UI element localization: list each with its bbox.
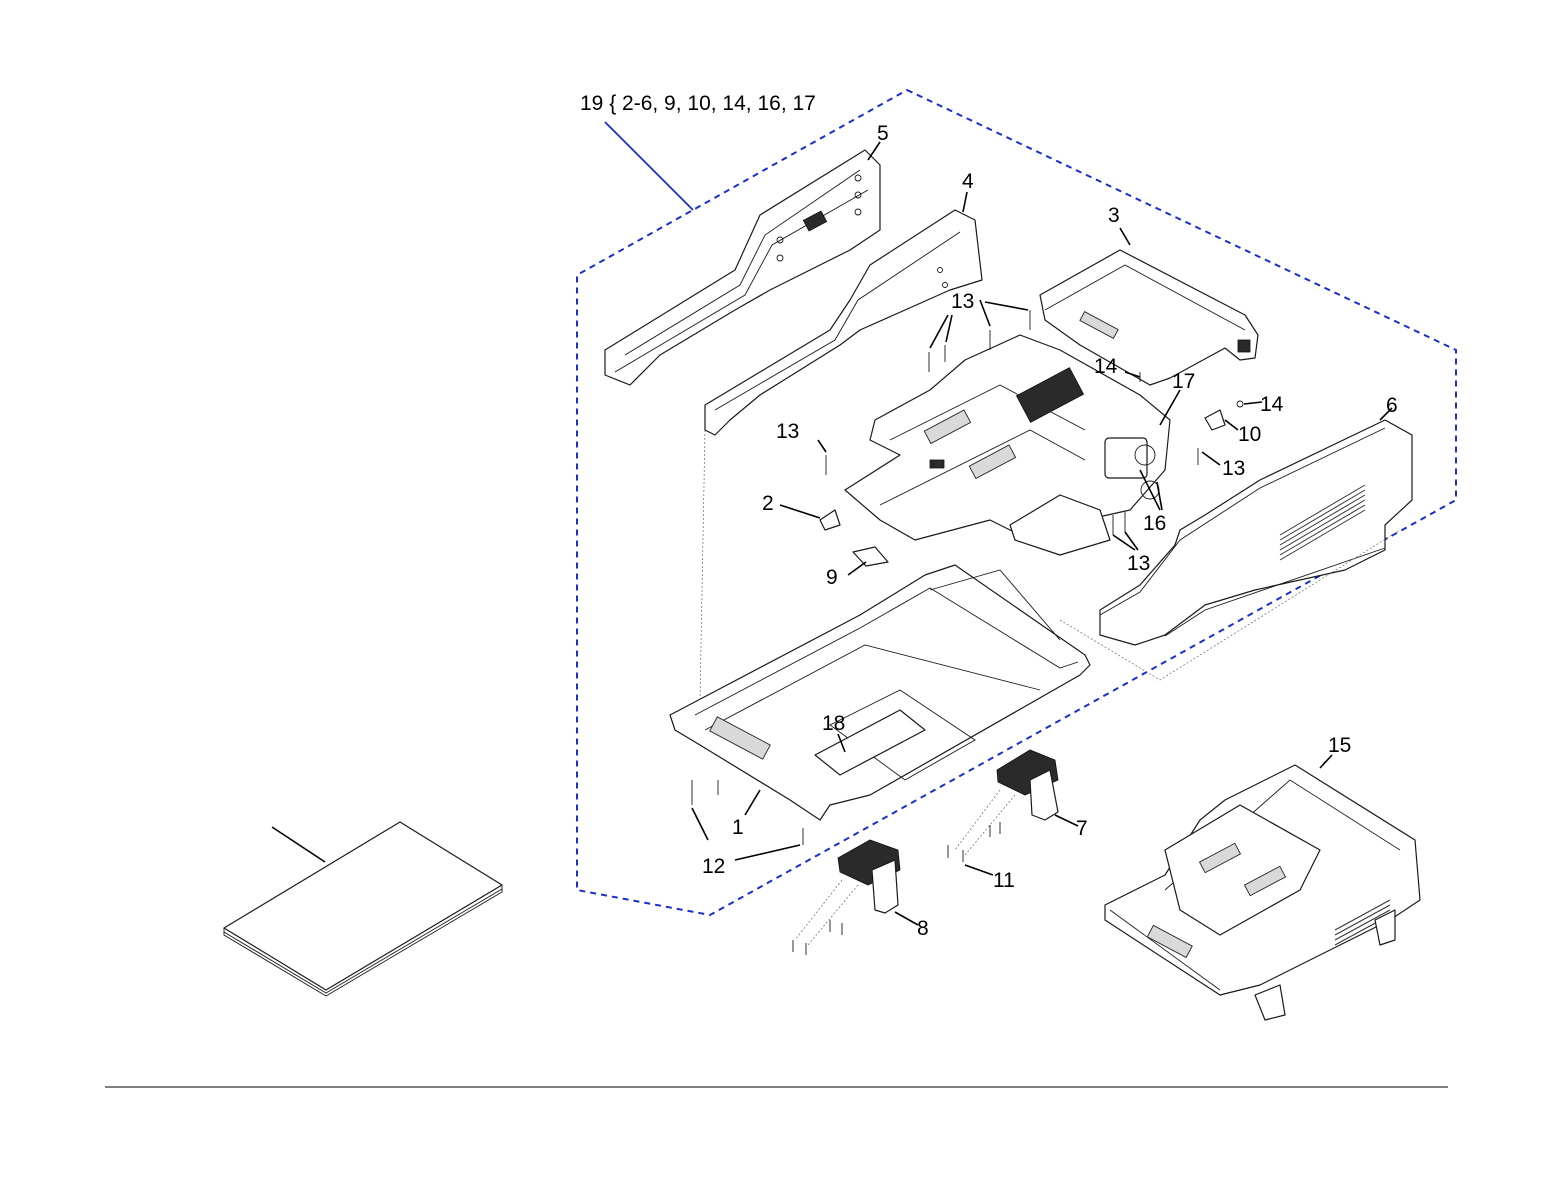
part-2-feeder-chassis bbox=[820, 335, 1170, 555]
assembly-19-label: 19 { 2-6, 9, 10, 14, 16, 17 bbox=[580, 92, 816, 115]
leader-1 bbox=[745, 790, 760, 815]
callout-8: 8 bbox=[917, 917, 929, 940]
leader-11 bbox=[965, 865, 993, 875]
callout-14-right: 14 bbox=[1260, 393, 1284, 416]
leader-13a4 bbox=[985, 302, 1028, 310]
callout-11: 11 bbox=[993, 869, 1015, 892]
screw-14-right bbox=[1237, 401, 1243, 407]
part-10-bracket bbox=[1205, 410, 1225, 430]
part-15-complete-assembly bbox=[1105, 765, 1420, 1020]
callout-9: 9 bbox=[826, 566, 838, 589]
callout-16: 16 bbox=[1143, 512, 1166, 535]
callout-15: 15 bbox=[1328, 734, 1351, 757]
part-7-hinge bbox=[955, 750, 1058, 855]
leader-13b bbox=[818, 440, 826, 452]
callout-10: 10 bbox=[1238, 423, 1261, 446]
callout-13-left: 13 bbox=[776, 420, 799, 443]
part-5-left-rail-cover bbox=[605, 150, 880, 385]
leader-7 bbox=[1055, 815, 1078, 826]
callout-2: 2 bbox=[762, 492, 774, 515]
leader-8 bbox=[895, 912, 918, 925]
leader-13a bbox=[930, 315, 948, 348]
callout-3: 3 bbox=[1108, 204, 1120, 227]
leader-13a2 bbox=[946, 315, 952, 342]
callout-12: 12 bbox=[702, 855, 725, 878]
callout-13-bottom: 13 bbox=[1127, 552, 1150, 575]
callout-7: 7 bbox=[1076, 817, 1088, 840]
callout-18: 18 bbox=[822, 712, 845, 735]
leader-13c bbox=[1202, 452, 1220, 465]
leader-2 bbox=[780, 505, 820, 518]
documentation-sheet bbox=[224, 822, 502, 996]
leader-12a bbox=[692, 808, 708, 840]
leader-13a3 bbox=[980, 300, 990, 326]
part-9-label bbox=[853, 547, 888, 566]
callout-1: 1 bbox=[732, 816, 744, 839]
leader-10 bbox=[1225, 420, 1238, 430]
leader-3 bbox=[1120, 228, 1130, 245]
part-8-hinge bbox=[795, 840, 900, 945]
callout-17: 17 bbox=[1172, 370, 1195, 393]
callout-13-right: 13 bbox=[1222, 457, 1245, 480]
callout-14-top: 14 bbox=[1094, 355, 1118, 378]
leader-documentation bbox=[272, 827, 325, 862]
leader-9 bbox=[848, 562, 866, 575]
assembly-19-leader bbox=[605, 122, 693, 210]
callout-6: 6 bbox=[1386, 394, 1398, 417]
callout-13-top: 13 bbox=[951, 290, 974, 313]
callout-4: 4 bbox=[962, 170, 974, 193]
leader-4 bbox=[963, 192, 967, 212]
leader-12b bbox=[735, 845, 800, 860]
callout-5: 5 bbox=[877, 122, 889, 145]
